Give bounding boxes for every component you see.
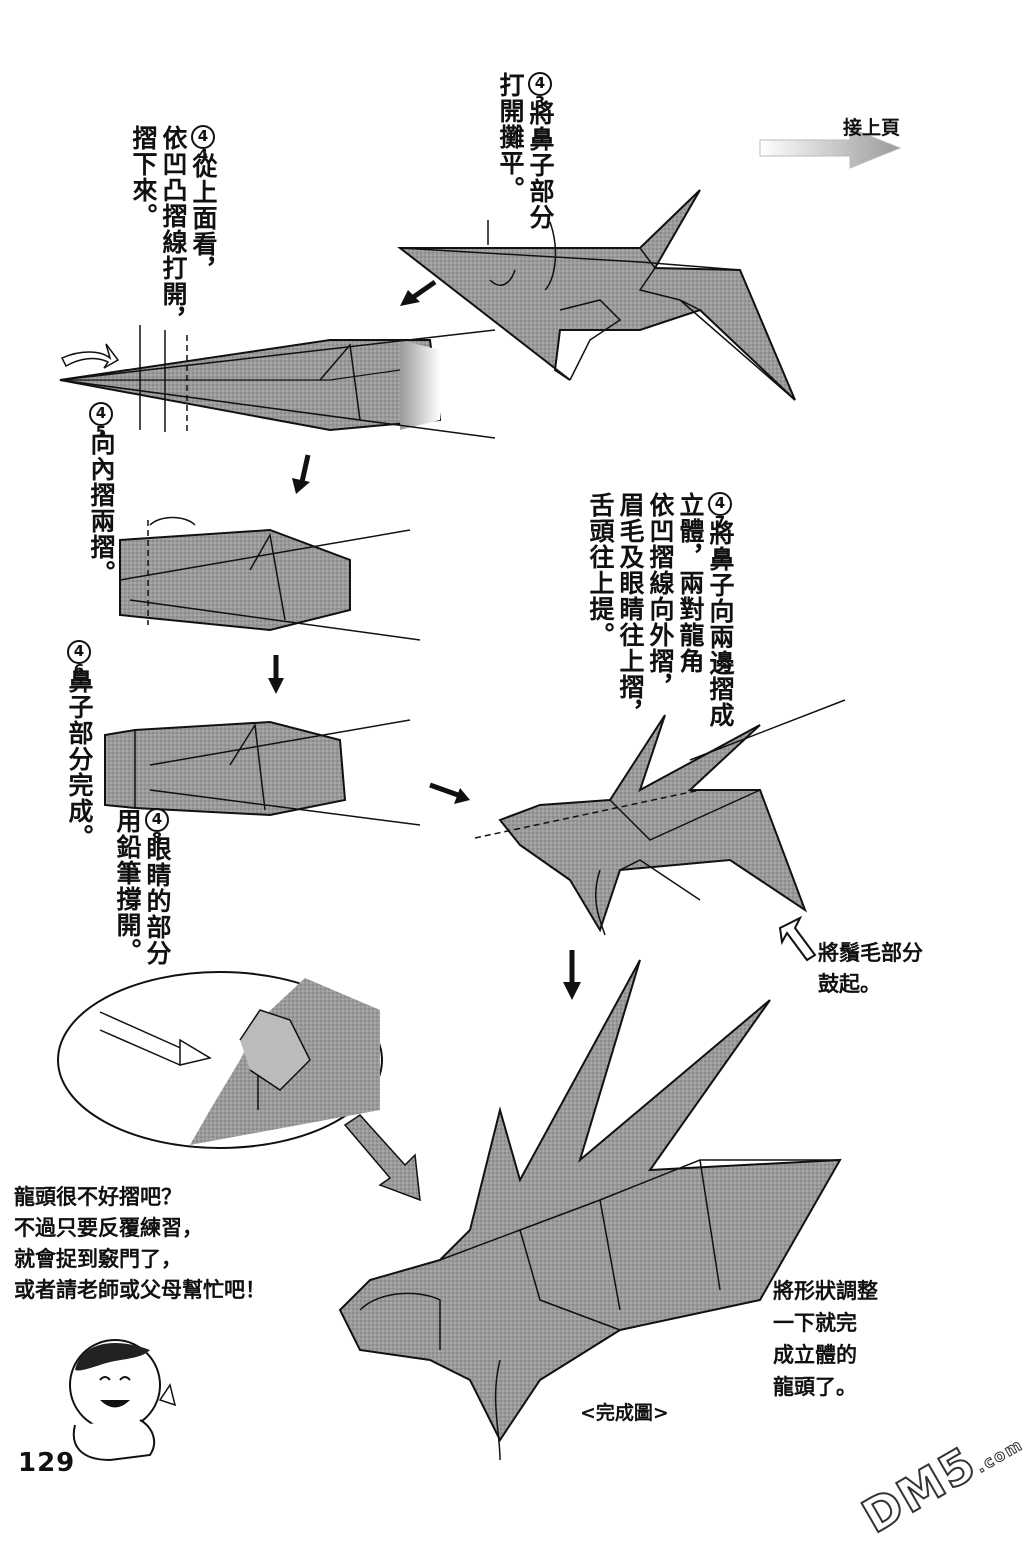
- step-46-instruction: 46鼻子部分完成。: [64, 640, 94, 850]
- hollow-arrow-icon: [778, 915, 817, 962]
- continued-label: 接上頁: [843, 117, 901, 139]
- step-45-line: 向內摺兩摺。: [87, 430, 116, 586]
- step-43-line: 打開攤平。: [496, 72, 525, 202]
- step-44-line: 依凹凸摺線打開，: [159, 125, 188, 333]
- step-45-number: 45: [89, 402, 113, 442]
- step-44-line: 從上面看，: [189, 153, 218, 283]
- step-45-figure: [119, 516, 421, 641]
- down-arrow-icon: [292, 454, 311, 494]
- step-48-line: 用鉛筆撐開。: [113, 808, 142, 964]
- step-46-number: 46: [67, 640, 91, 680]
- down-arrow-icon: [268, 655, 284, 694]
- origami-diagrams: [57, 127, 902, 1462]
- step-43-figure: [397, 189, 796, 401]
- pointer-arrow-icon: [343, 1114, 421, 1202]
- step-47-line: 眉毛及眼睛往上摺，: [616, 492, 645, 726]
- step-47-line: 將鼻子向兩邊摺成: [706, 520, 735, 728]
- step-45-instruction: 45向內摺兩摺。: [86, 402, 116, 586]
- step-44-line: 摺下來。: [129, 125, 158, 229]
- page-number: 129: [18, 1448, 76, 1478]
- advice-note: 龍頭很不好摺吧？ 不過只要反覆練習， 就會捉到竅門了， 或者請老師或父母幫忙吧！: [14, 1185, 266, 1302]
- step-44-instruction: 44從上面看，依凹凸摺線打開，摺下來。: [128, 125, 218, 333]
- step-43-line: 將鼻子部分: [526, 100, 555, 230]
- step-44-figure: [59, 325, 496, 439]
- step-47-instruction: 47將鼻子向兩邊摺成立體，兩對龍角依凹摺線向外摺，眉毛及眼睛往上摺，舌頭往上提。: [585, 492, 735, 728]
- completed-figure-caption: <完成圖>: [580, 1402, 669, 1424]
- right-arrow-icon: [429, 782, 470, 804]
- final-dragon-head: [338, 959, 842, 1461]
- step-48-instruction: 48眼睛的部分用鉛筆撐開。: [112, 808, 172, 966]
- down-left-arrow-icon: [400, 279, 437, 306]
- watermark-sub: .com: [972, 1434, 1027, 1477]
- beard-note: 將鬚毛部分 鼓起。: [818, 941, 923, 996]
- step-43-instruction: 43將鼻子部分打開攤平。: [495, 72, 555, 230]
- step-48-line: 眼睛的部分: [143, 836, 172, 966]
- down-arrow-icon: [563, 950, 581, 1000]
- finish-note: 將形狀調整 一下就完 成立體的 龍頭了。: [773, 1279, 878, 1399]
- cartoon-boy: [69, 1339, 177, 1462]
- step-47-line: 依凹摺線向外摺，: [646, 492, 675, 700]
- continued-arrow-icon: [759, 127, 902, 169]
- step-44-number: 44: [191, 125, 215, 165]
- step-47-figure: [474, 699, 846, 936]
- step-43-number: 43: [528, 72, 552, 112]
- step-48-number: 48: [145, 808, 169, 848]
- step-46-line: 鼻子部分完成。: [65, 668, 94, 850]
- step-47-number: 47: [708, 492, 732, 532]
- step-47-line: 立體，兩對龍角: [676, 492, 705, 674]
- step-46-figure: [104, 719, 421, 826]
- step-47-line: 舌頭往上提。: [586, 492, 615, 648]
- step-48-zoom: [57, 971, 383, 1149]
